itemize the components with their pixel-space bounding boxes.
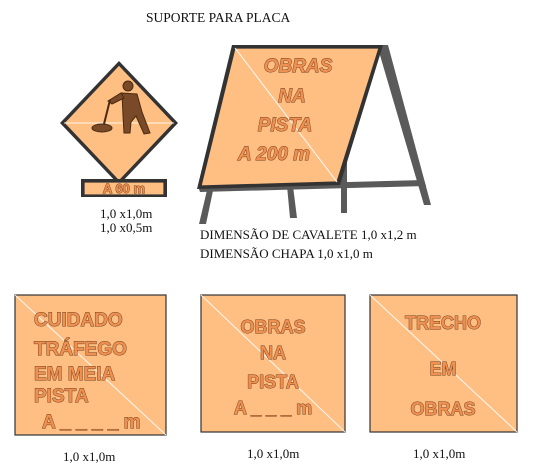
plate-3-line-3: OBRAS bbox=[410, 399, 475, 419]
plate-3-line-1: TRECHO bbox=[405, 313, 481, 333]
plate-1-line-1: CUIDADO bbox=[34, 310, 123, 331]
plate-1-size: 1,0 x1,0m bbox=[63, 449, 116, 464]
distance-plate: A 60 m bbox=[81, 179, 167, 197]
plate-2-line-4: A _ _ _ m bbox=[234, 398, 312, 418]
plate-1-line-5: A _ _ _ _ m bbox=[42, 412, 141, 433]
plate-trecho-em-obras: TRECHO EM OBRAS bbox=[369, 294, 518, 433]
distance-plate-text: A 60 m bbox=[103, 181, 145, 196]
easel-line-4: A 200 m bbox=[237, 144, 310, 165]
plate-dimension: DIMENSÃO CHAPA 1,0 x1,0 m bbox=[200, 246, 373, 261]
warning-sign-size-1: 1,0 x1,0m bbox=[100, 206, 153, 221]
plate-cuidado: CUIDADO TRÁFEGO EM MEIA PISTA A _ _ _ _ … bbox=[14, 294, 167, 436]
easel-dimension: DIMENSÃO DE CAVALETE 1,0 x1,2 m bbox=[200, 227, 417, 242]
plate-3-line-2: EM bbox=[430, 359, 457, 379]
easel-stand: OBRAS NA PISTA A 200 m bbox=[197, 45, 431, 224]
warning-sign-size-2: 1,0 x0,5m bbox=[100, 220, 153, 235]
road-work-warning-sign bbox=[60, 61, 178, 185]
plate-3-size: 1,0 x1,0m bbox=[413, 446, 466, 461]
plate-1-line-3: EM MEIA bbox=[34, 364, 116, 385]
plate-2-line-1: OBRAS bbox=[240, 317, 305, 337]
plate-1-line-4: PISTA bbox=[34, 386, 89, 407]
plate-2-line-2: NA bbox=[260, 343, 286, 363]
page-title: SUPORTE PARA PLACA bbox=[146, 10, 291, 25]
easel-line-1: OBRAS bbox=[264, 56, 333, 77]
easel-line-2: NA bbox=[278, 86, 305, 107]
plate-obras-na-pista: OBRAS NA PISTA A _ _ _ m bbox=[200, 294, 346, 433]
plate-2-line-3: PISTA bbox=[247, 372, 299, 392]
easel-line-3: PISTA bbox=[258, 115, 313, 136]
road-work-man-digging-icon bbox=[91, 80, 151, 135]
plate-2-size: 1,0 x1,0m bbox=[247, 446, 300, 461]
plate-1-line-2: TRÁFEGO bbox=[34, 338, 127, 360]
